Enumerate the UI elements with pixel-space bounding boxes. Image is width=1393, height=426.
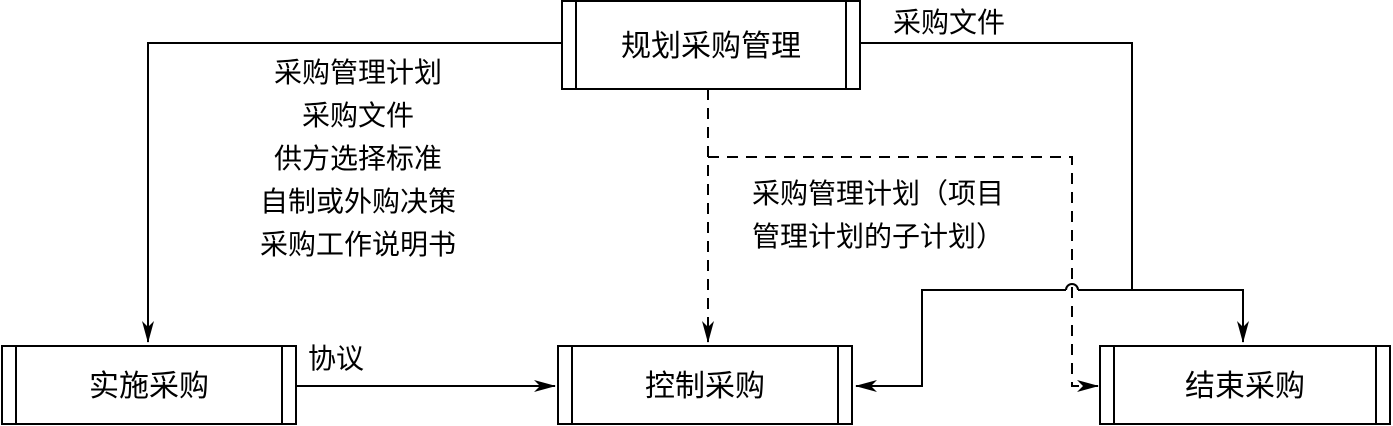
edge-label-line-1: 采购管理计划 [274, 56, 442, 89]
node-plan-label: 规划采购管理 [621, 29, 801, 64]
edge-plan-to-conduct-labels: 采购管理计划 采购文件 供方选择标准 自制或外购决策 采购工作说明书 [260, 56, 456, 261]
node-plan-procurement: 规划采购管理 [561, 0, 861, 90]
edge-plan-to-conduct [142, 42, 562, 343]
edge-plan-to-control-labels: 采购管理计划（项目 管理计划的子计划） [752, 177, 1004, 253]
node-close-procurement: 结束采购 [1099, 345, 1391, 425]
edge-label-line-4: 自制或外购决策 [260, 185, 456, 218]
node-control-label: 控制采购 [645, 369, 765, 404]
edge-label-line-3: 供方选择标准 [274, 142, 442, 175]
node-conduct-label: 实施采购 [89, 369, 209, 404]
edge-control-label-line-2: 管理计划的子计划） [752, 220, 1004, 253]
edge-conduct-to-control-label: 协议 [308, 342, 364, 375]
edge-label-line-5: 采购工作说明书 [260, 228, 456, 261]
edge-control-label-line-1: 采购管理计划（项目 [752, 177, 1004, 210]
edge-plan-to-close-left [855, 289, 1066, 392]
line-crossing-hop [1065, 283, 1079, 291]
edge-plan-to-close [860, 42, 1133, 290]
edge-plan-to-close-label: 采购文件 [893, 6, 1005, 39]
edge-plan-to-close-right [1078, 289, 1249, 343]
node-conduct-procurement: 实施采购 [1, 345, 297, 425]
edge-plan-to-close-dashed [708, 156, 1099, 392]
node-control-procurement: 控制采购 [557, 345, 853, 425]
edge-label-line-2: 采购文件 [302, 99, 414, 132]
node-close-label: 结束采购 [1185, 369, 1305, 404]
